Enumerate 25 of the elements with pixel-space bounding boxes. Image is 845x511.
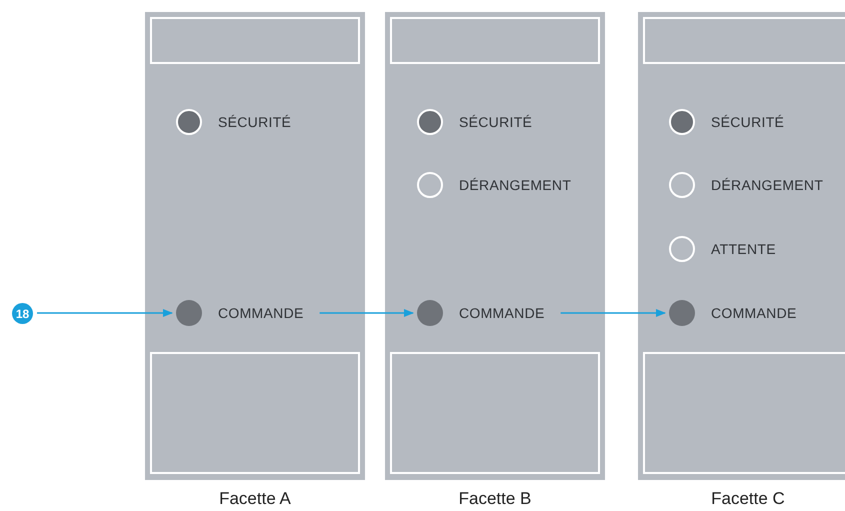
indicator-label: DÉRANGEMENT	[459, 176, 572, 194]
display-window	[390, 352, 600, 474]
indicator-label: COMMANDE	[459, 304, 545, 322]
indicator-label: COMMANDE	[218, 304, 304, 322]
faceplate-panel	[638, 12, 845, 480]
arrow	[37, 309, 173, 317]
faceplate-panel	[145, 12, 365, 480]
indicator-label: DÉRANGEMENT	[711, 176, 824, 194]
display-window	[643, 17, 845, 64]
faceplate-panel	[385, 12, 605, 480]
display-window	[150, 352, 360, 474]
indicator-label: SÉCURITÉ	[218, 112, 292, 132]
panel-caption: Facette A	[218, 488, 292, 510]
callout-number: 18	[12, 303, 33, 324]
indicator-label: ATTENTE	[711, 240, 776, 258]
indicator-label: SÉCURITÉ	[459, 112, 532, 132]
display-window	[643, 352, 845, 474]
arrow	[320, 309, 414, 317]
indicator-label: COMMANDE	[711, 304, 797, 322]
indicator-label: SÉCURITÉ	[711, 112, 784, 132]
display-window	[150, 17, 360, 64]
panel-caption: Facette B	[458, 488, 532, 510]
arrow	[560, 309, 666, 317]
panel-caption: Facette C	[710, 488, 786, 510]
display-window	[390, 17, 600, 64]
